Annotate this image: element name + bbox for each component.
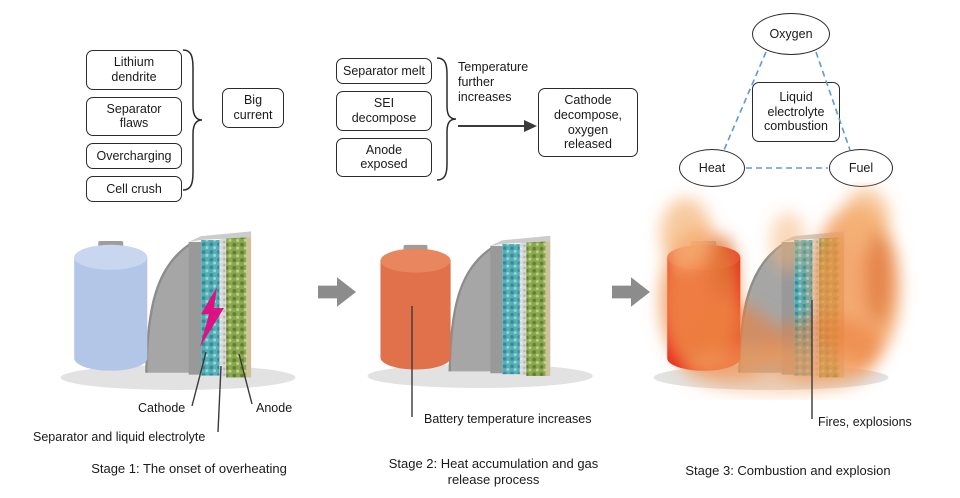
result-box-cathode-decompose: Cathode decompose, oxygen released [538,88,638,157]
fire-triangle-oxygen: Oxygen [752,13,830,55]
cause-box-overcharging: Overcharging [86,143,182,169]
fire-triangle-fuel: Fuel [829,149,893,187]
cause-box-anode-exposed: Anode exposed [336,137,432,177]
battery-illustration-stage3 [648,210,898,395]
stage1-causes-group: Lithium dendrite Separator flaws Overcha… [86,50,182,202]
lightning-bolt-icon [200,287,224,347]
stage3-caption: Stage 3: Combustion and explosion [685,463,891,478]
fire-triangle-center-box: Liquid electrolyte combustion [752,82,840,142]
anode-leader-line [238,353,253,405]
stage2-to-stage3-arrow [612,277,650,307]
fire-triangle-heat: Heat [679,149,745,187]
cause-box-lithium-dendrite: Lithium dendrite [86,50,182,90]
cause-box-separator-flaws: Separator flaws [86,96,182,136]
cause-box-cell-crush: Cell crush [86,176,182,202]
brace-icon-stage2 [436,57,457,181]
cathode-leader-line [191,351,207,407]
battery-illustration-stage2 [362,214,602,394]
cause-box-separator-melt: Separator melt [336,58,432,84]
brace-icon-stage1 [182,49,203,191]
cathode-label: Cathode [138,401,186,415]
condition-arrow-icon [458,120,537,132]
result-box-big-current: Big current [222,88,284,128]
battery-illustration-stage1 [55,210,305,395]
fires-explosions-label: Fires, explosions [818,415,912,429]
separator-leader-line [217,365,222,433]
battery-temperature-label: Battery temperature increases [424,412,592,426]
cause-box-sei-decompose: SEI decompose [336,91,432,131]
stage2-caption: Stage 2: Heat accumulation and gas relea… [388,456,599,488]
stage1-caption: Stage 1: The onset of overheating [91,461,287,476]
separator-label: Separator and liquid electrolyte [33,430,206,444]
condition-label: Temperature further increases [458,60,529,104]
anode-label: Anode [256,401,293,415]
stage2-causes-group: Separator melt SEI decompose Anode expos… [336,58,432,177]
stage1-to-stage2-arrow [318,277,356,307]
flames-overlay [660,188,900,394]
